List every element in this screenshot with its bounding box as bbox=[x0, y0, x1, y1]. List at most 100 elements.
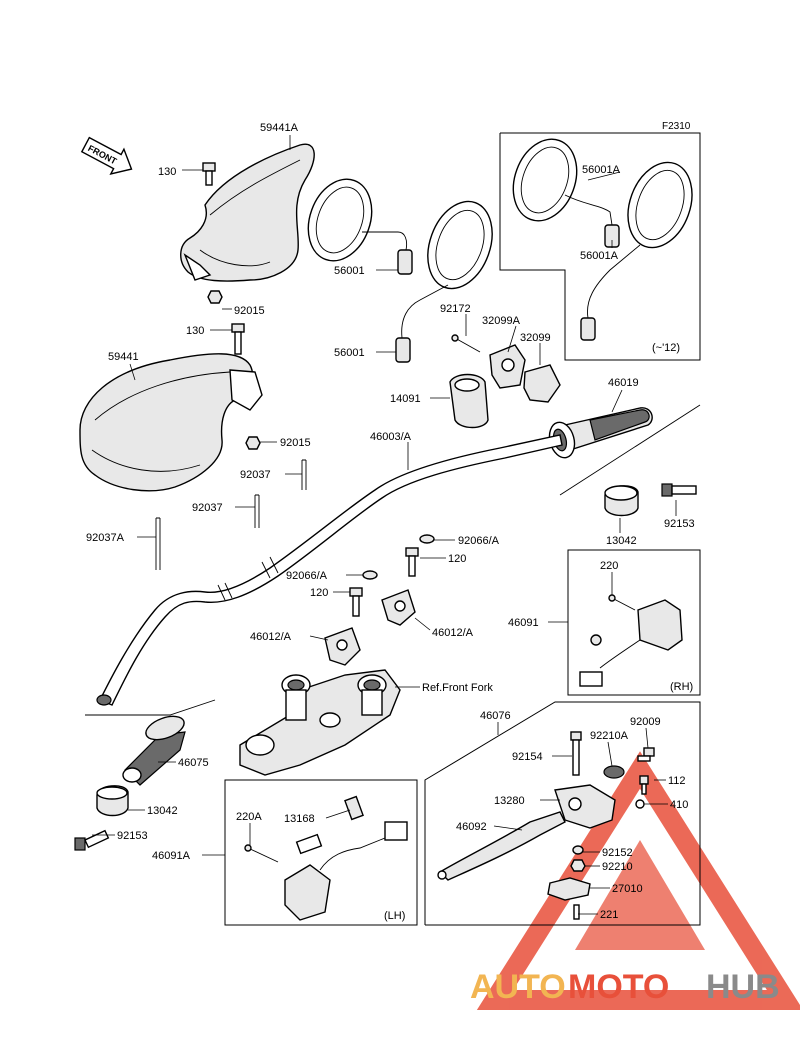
label-56001-b: 56001 bbox=[334, 347, 365, 359]
washer-92210 bbox=[570, 859, 586, 872]
label-92066A-left: 92066/A bbox=[286, 570, 328, 582]
nut-92152 bbox=[572, 845, 584, 855]
guide-line-lh bbox=[85, 699, 216, 716]
label-92154: 92154 bbox=[512, 751, 543, 763]
label-92015-a: 92015 bbox=[234, 305, 265, 317]
label-32099A: 32099A bbox=[482, 315, 521, 327]
label-27010: 27010 bbox=[612, 883, 643, 895]
label-92210A: 92210A bbox=[590, 730, 629, 742]
label-92037-a: 92037 bbox=[240, 469, 271, 481]
mirror-56001-left bbox=[307, 178, 413, 275]
label-56001-a: 56001 bbox=[334, 265, 365, 277]
holder-46012A-left bbox=[324, 627, 361, 666]
label-46091A: 46091A bbox=[152, 850, 191, 862]
steering-stem-bracket bbox=[239, 669, 401, 776]
label-220A: 220A bbox=[236, 811, 262, 823]
bolt-92153-rh bbox=[661, 483, 697, 497]
bolt-92153-lh bbox=[74, 829, 110, 851]
bolt-120-right bbox=[405, 547, 419, 577]
lever-box bbox=[424, 701, 701, 926]
clip-92037-b bbox=[254, 494, 260, 528]
label-14091: 14091 bbox=[390, 393, 421, 405]
front-arrow-icon: FRONT bbox=[80, 136, 133, 175]
switch-46091A bbox=[244, 795, 408, 921]
washer-92210A bbox=[603, 765, 625, 779]
bolt-92172 bbox=[451, 334, 481, 353]
lever-46092 bbox=[437, 811, 566, 881]
bolt-120-left bbox=[349, 587, 363, 617]
watermark-auto: AUTO bbox=[470, 968, 566, 1006]
label-46075: 46075 bbox=[178, 757, 209, 769]
mirror-56001-right bbox=[395, 200, 493, 363]
holder-46012A-right bbox=[381, 589, 416, 626]
label-46076: 46076 bbox=[480, 710, 511, 722]
mirror-box bbox=[499, 132, 701, 361]
nut-92066A-left bbox=[362, 570, 378, 580]
screw-112 bbox=[639, 775, 649, 795]
label-13280: 13280 bbox=[494, 795, 525, 807]
label-56001A-a: 56001A bbox=[582, 164, 621, 176]
label-92015-b: 92015 bbox=[280, 437, 311, 449]
hand-guard-59441 bbox=[79, 353, 263, 492]
label-56001A-b: 56001A bbox=[580, 250, 619, 262]
label-92037A: 92037A bbox=[86, 532, 125, 544]
label-46012A-right: 46012/A bbox=[432, 627, 474, 639]
label-92153-lh: 92153 bbox=[117, 830, 148, 842]
collar-13042-rh bbox=[604, 485, 639, 517]
label-130-b: 130 bbox=[186, 325, 204, 337]
label-rh: (RH) bbox=[670, 681, 693, 693]
label-92037-b: 92037 bbox=[192, 502, 223, 514]
watermark-logo: AUTO MOTO HUB bbox=[470, 968, 780, 1006]
label-92009: 92009 bbox=[630, 716, 661, 728]
label-410: 410 bbox=[670, 799, 688, 811]
label-46091: 46091 bbox=[508, 617, 539, 629]
screw-221 bbox=[573, 904, 580, 920]
label-92210: 92210 bbox=[602, 861, 633, 873]
label-46092: 46092 bbox=[456, 821, 487, 833]
label-13042-lh: 13042 bbox=[147, 805, 178, 817]
figure-code: F2310 bbox=[662, 121, 691, 132]
nut-92066A-right bbox=[419, 534, 435, 544]
bolt-92009 bbox=[637, 747, 655, 762]
label-32099: 32099 bbox=[520, 332, 551, 344]
rh-switch-box bbox=[567, 549, 701, 696]
label-92153-rh: 92153 bbox=[664, 518, 695, 530]
label-46003A: 46003/A bbox=[370, 431, 412, 443]
switch-46091 bbox=[579, 594, 683, 687]
label-46012A-left: 46012/A bbox=[250, 631, 292, 643]
label-120-left: 120 bbox=[310, 587, 328, 599]
label-221: 221 bbox=[600, 909, 618, 921]
grip-46075 bbox=[122, 715, 186, 786]
label-13042-rh: 13042 bbox=[606, 535, 637, 547]
label-112: 112 bbox=[668, 775, 686, 787]
handlebar-46003A bbox=[96, 434, 563, 706]
label-13168: 13168 bbox=[284, 813, 315, 825]
watermark-moto: MOTO bbox=[568, 968, 669, 1006]
hand-guard-59441A bbox=[180, 143, 315, 282]
switch-27010 bbox=[547, 877, 591, 901]
cover-14091 bbox=[449, 373, 489, 429]
collar-13042-lh bbox=[96, 785, 129, 817]
clip-92037A bbox=[155, 517, 161, 570]
collar-410 bbox=[635, 799, 645, 809]
housing-32099 bbox=[523, 364, 561, 403]
housing-32099A bbox=[489, 344, 526, 389]
label-220: 220 bbox=[600, 560, 618, 572]
label-120-right: 120 bbox=[448, 553, 466, 565]
clip-92037-a bbox=[301, 459, 307, 490]
bracket-13280 bbox=[554, 784, 616, 829]
label-ref-front-fork: Ref.Front Fork bbox=[422, 682, 493, 694]
label-model-years: (~'12) bbox=[652, 342, 680, 354]
label-lh: (LH) bbox=[384, 910, 405, 922]
label-59441: 59441 bbox=[108, 351, 139, 363]
label-92172: 92172 bbox=[440, 303, 471, 315]
guide-line-rh bbox=[559, 404, 701, 496]
leader-lines bbox=[92, 135, 677, 915]
label-130-a: 130 bbox=[158, 166, 176, 178]
label-59441A: 59441A bbox=[260, 122, 299, 134]
throttle-grip-46019 bbox=[548, 407, 653, 459]
nut-92015-top bbox=[207, 290, 223, 304]
bolt-92154 bbox=[570, 731, 582, 776]
label-46019: 46019 bbox=[608, 377, 639, 389]
